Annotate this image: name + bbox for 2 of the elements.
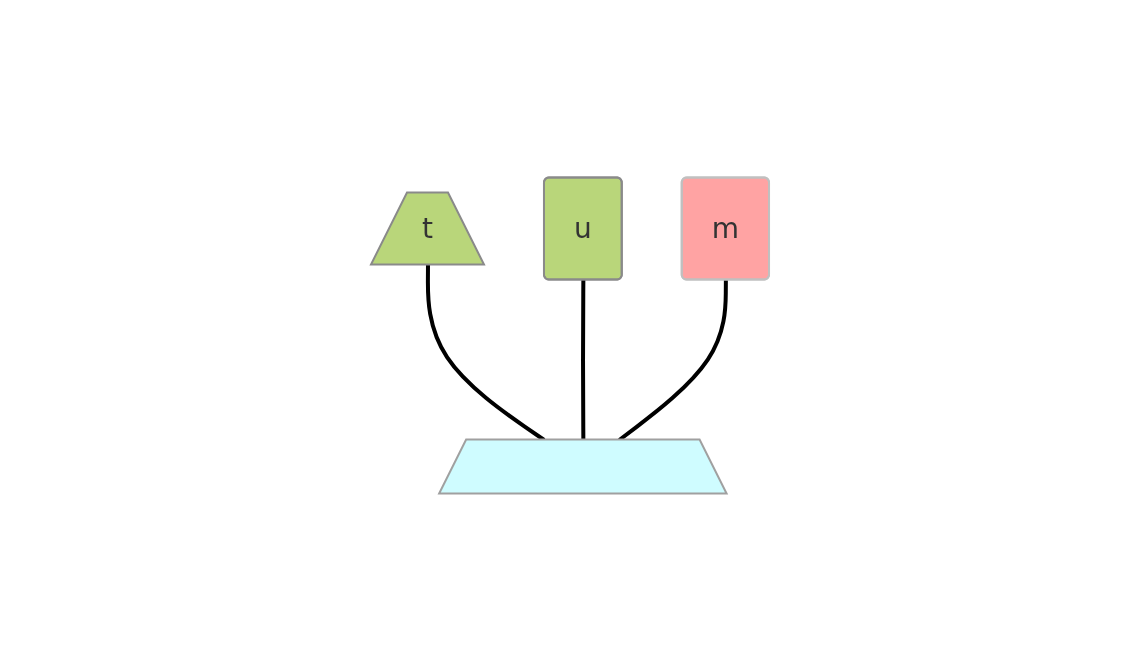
node-box — [437, 438, 729, 495]
connector — [581, 280, 586, 440]
